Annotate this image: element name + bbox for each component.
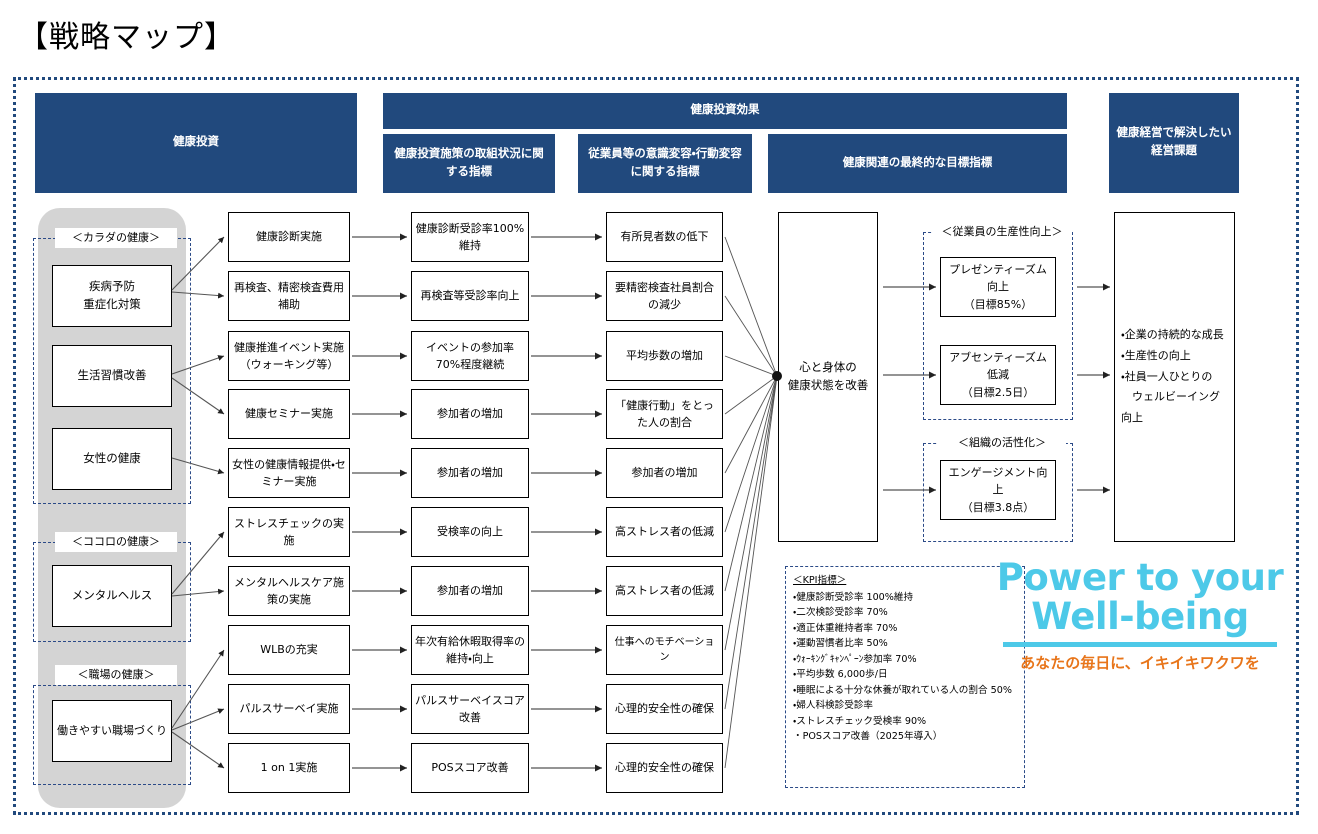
group-label-organizational-vitality: ＜組織の活性化＞ (938, 433, 1066, 453)
header-management-issues: 健康経営で解決したい経営課題 (1109, 93, 1239, 193)
behavior-indicator-box-8[interactable]: 心理的安全性の確保 (606, 684, 723, 734)
implementation-indicator-box-3[interactable]: 参加者の増加 (411, 389, 529, 439)
implementation-indicator-box-8[interactable]: パルスサーベイスコア改善 (411, 684, 529, 734)
implementation-indicator-box-4[interactable]: 参加者の増加 (411, 448, 529, 498)
page-title: 【戦略マップ】 (18, 20, 235, 55)
group-label-mind-health: ＜ココロの健康＞ (55, 532, 177, 552)
kpi-item-0: ・健康診断受診率 100%維持 (793, 591, 914, 603)
kpi-list: ・健康診断受診率 100%維持 ・二次検診受診率 70% ・適正体重維持者率 7… (793, 590, 1017, 745)
behavior-indicator-box-2[interactable]: 平均歩数の増加 (606, 331, 723, 381)
issue-item-2: ・社員一人ひとりの ウェルビーイング向上 (1121, 369, 1220, 425)
behavior-indicator-box-6[interactable]: 高ストレス者の低減 (606, 566, 723, 616)
objective-box-2[interactable]: 女性の健康 (52, 428, 172, 490)
outer-dotted-frame (13, 77, 1299, 815)
measure-box-8[interactable]: パルスサーベイ実施 (228, 684, 350, 734)
behavior-indicator-box-3[interactable]: 「健康行動」をとった人の割合 (606, 389, 723, 439)
implementation-indicator-box-2[interactable]: イベントの参加率70%程度継続 (411, 331, 529, 381)
group-label-body-health: ＜カラダの健康＞ (55, 228, 177, 248)
header-health-investment-effect: 健康投資効果 (383, 93, 1067, 129)
logo-line-2: Well-being (1031, 595, 1249, 639)
objective-box-3[interactable]: メンタルヘルス (52, 565, 172, 627)
kpi-item-2: ・適正体重維持者率 70% (793, 622, 898, 634)
behavior-indicator-box-4[interactable]: 参加者の増加 (606, 448, 723, 498)
measure-box-3[interactable]: 健康セミナー実施 (228, 389, 350, 439)
measure-box-2[interactable]: 健康推進イベント実施（ウォーキング等） (228, 331, 350, 381)
kpi-item-6: ・睡眠による十分な休養が取れている人の割合 50% (793, 684, 1012, 696)
implementation-indicator-box-1[interactable]: 再検査等受診率向上 (411, 271, 529, 321)
kpi-item-7: ・婦人科検診受診率 (793, 700, 874, 712)
kpi-item-8: ・ストレスチェック受検率 90% (793, 715, 927, 727)
group-label-employee-productivity: ＜従業員の生産性向上＞ (932, 222, 1072, 242)
behavior-indicator-box-5[interactable]: 高ストレス者の低減 (606, 507, 723, 557)
measure-box-9[interactable]: 1 on 1実施 (228, 743, 350, 793)
header-awareness-behavior-indicators: 従業員等の意識変容・行動変容に関する指標 (578, 134, 752, 193)
objective-box-4[interactable]: 働きやすい職場づくり (52, 700, 172, 762)
measure-box-1[interactable]: 再検査、精密検査費用補助 (228, 271, 350, 321)
behavior-indicator-box-7[interactable]: 仕事へのモチベーション (606, 625, 723, 675)
measure-box-7[interactable]: WLBの充実 (228, 625, 350, 675)
implementation-indicator-box-6[interactable]: 参加者の増加 (411, 566, 529, 616)
measure-box-0[interactable]: 健康診断実施 (228, 212, 350, 262)
kpi-item-9: ・POSスコア改善（2025年導入） (793, 731, 943, 743)
behavior-indicator-box-1[interactable]: 要精密検査社員割合の減少 (606, 271, 723, 321)
implementation-indicator-box-5[interactable]: 受検率の向上 (411, 507, 529, 557)
kpi-indicators-box: ＜KPI指標＞ ・健康診断受診率 100%維持 ・二次検診受診率 70% ・適正… (785, 566, 1025, 788)
behavior-indicator-box-9[interactable]: 心理的安全性の確保 (606, 743, 723, 793)
kpi-item-5: ・平均歩数 6,000歩/日 (793, 669, 888, 681)
group-label-workplace-health: ＜職場の健康＞ (55, 665, 177, 685)
outcome-box-absenteeism[interactable]: アブセンティーズム低減 （目標2.5日） (940, 345, 1056, 405)
outcome-box-presenteeism[interactable]: プレゼンティーズム向上 （目標85%） (940, 257, 1056, 317)
measure-box-4[interactable]: 女性の健康情報提供・セミナー実施 (228, 448, 350, 498)
header-health-investment: 健康投資 (35, 93, 357, 193)
measure-box-6[interactable]: メンタルヘルスケア施策の実施 (228, 566, 350, 616)
header-implementation-indicators: 健康投資施策の取組状況に関する指標 (383, 134, 555, 193)
logo-tagline: あなたの毎日に、イキイキワクワを (1020, 654, 1260, 673)
implementation-indicator-box-9[interactable]: POSスコア改善 (411, 743, 529, 793)
outcome-box-engagement[interactable]: エンゲージメント向上 （目標3.8点） (940, 460, 1056, 520)
management-issues-box[interactable]: ・企業の持続的な成長 ・生産性の向上 ・社員一人ひとりの ウェルビーイング向上 (1114, 212, 1235, 542)
logo-divider (1003, 642, 1277, 648)
issue-item-1: ・生産性の向上 (1121, 348, 1191, 362)
kpi-item-4: ・ｳｫｰｷﾝｸﾞｷｬﾝﾍﾟｰﾝ参加率 70% (793, 653, 917, 665)
measure-box-5[interactable]: ストレスチェックの実施 (228, 507, 350, 557)
logo-line-1: Power to your (996, 556, 1284, 599)
objective-box-1[interactable]: 生活習慣改善 (52, 345, 172, 407)
behavior-indicator-box-0[interactable]: 有所見者数の低下 (606, 212, 723, 262)
brand-logo: Power to your Well-being あなたの毎日に、イキイキワクワ… (995, 558, 1285, 673)
implementation-indicator-box-7[interactable]: 年次有給休暇取得率の維持・向上 (411, 625, 529, 675)
objective-box-0[interactable]: 疾病予防 重症化対策 (52, 265, 172, 327)
center-health-improvement-box[interactable]: 心と身体の 健康状態を改善 (778, 212, 878, 542)
kpi-title: ＜KPI指標＞ (793, 575, 847, 586)
kpi-item-3: ・運動習慣者比率 50% (793, 638, 888, 650)
kpi-item-1: ・二次検診受診率 70% (793, 607, 888, 619)
header-final-target-indicators: 健康関連の最終的な目標指標 (768, 134, 1067, 193)
issue-item-0: ・企業の持続的な成長 (1121, 327, 1224, 341)
implementation-indicator-box-0[interactable]: 健康診断受診率100%維持 (411, 212, 529, 262)
